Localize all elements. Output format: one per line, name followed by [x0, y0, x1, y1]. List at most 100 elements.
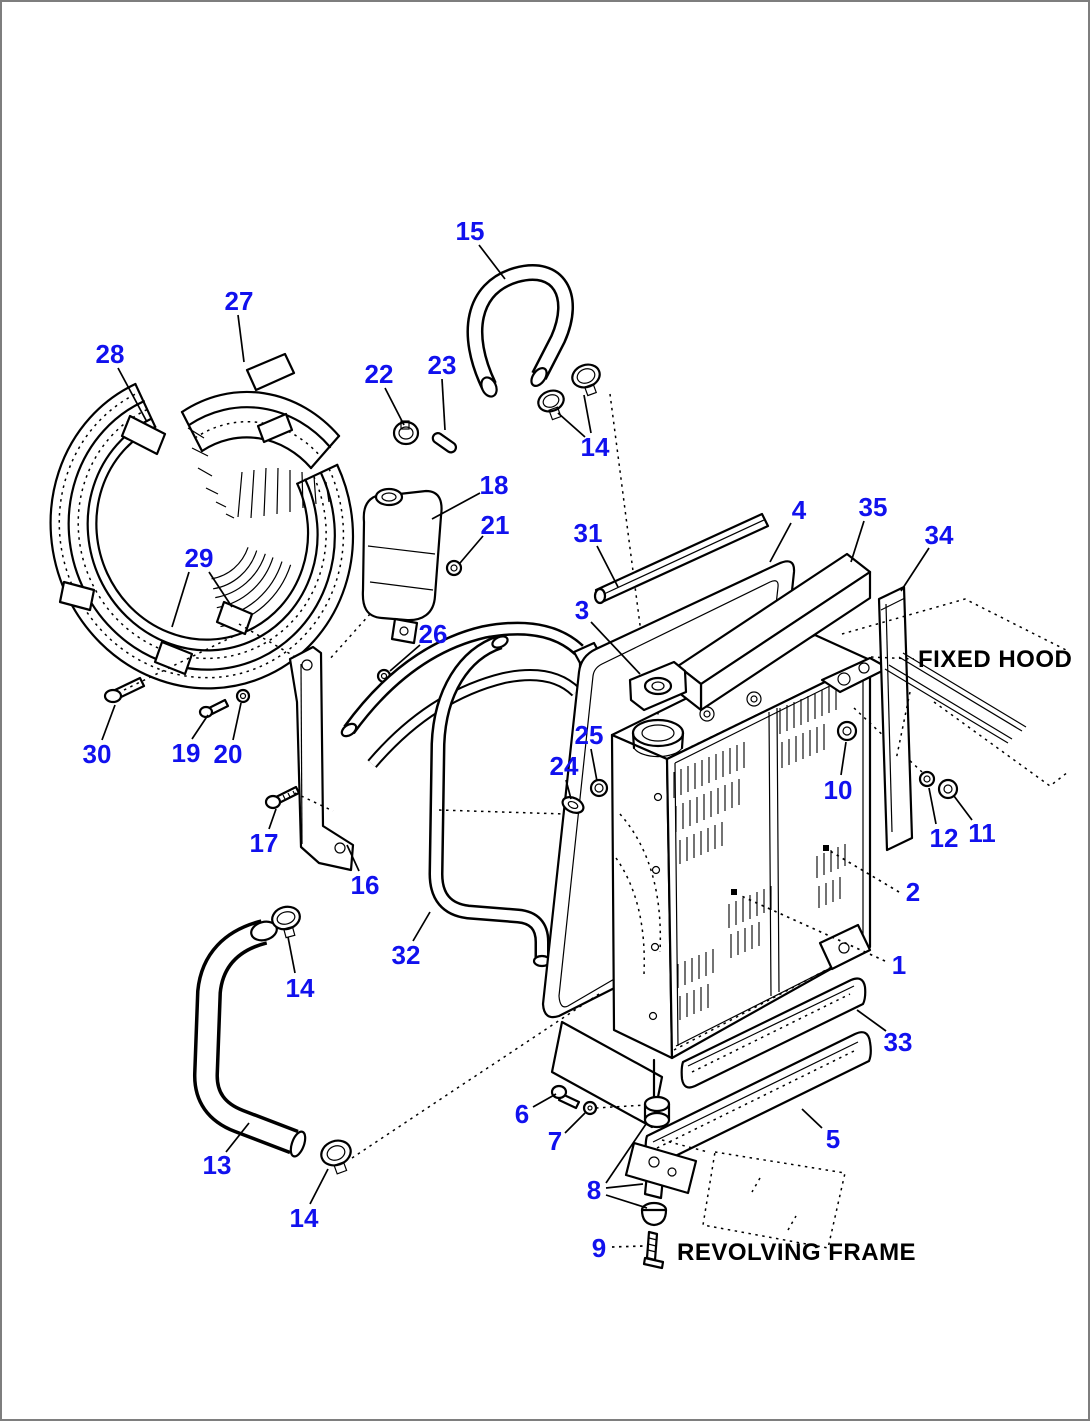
leader-line — [101, 704, 116, 741]
fan-shroud-upper-half — [180, 352, 341, 519]
reserve-tank — [327, 487, 443, 662]
hose-clamp-14d — [320, 1139, 352, 1175]
radiator-tank-face — [610, 733, 674, 1060]
pin-23 — [431, 432, 458, 454]
leader-line — [557, 412, 586, 438]
callout-11: 11 — [968, 818, 996, 848]
radiator-cap-3 — [628, 660, 688, 758]
callout-15: 15 — [456, 216, 485, 246]
fixed-hood-frame — [841, 598, 1069, 787]
callout-34: 34 — [925, 520, 954, 550]
callout-10: 10 — [824, 775, 853, 805]
leader-line — [596, 545, 619, 588]
bolt-19 — [198, 698, 230, 719]
hood-seal-strip-34 — [877, 585, 914, 852]
leader-line — [769, 522, 792, 563]
leader-line — [208, 571, 233, 608]
callout-14: 14 — [290, 1203, 319, 1233]
bolt-17 — [264, 785, 301, 810]
callout-12: 12 — [930, 823, 959, 853]
leader-line — [583, 394, 592, 434]
callout-9: 9 — [592, 1233, 606, 1263]
leader-line — [605, 1123, 647, 1184]
hose-clamp-14b — [571, 363, 601, 397]
callout-16: 16 — [351, 870, 380, 900]
callout-19: 19 — [172, 738, 201, 768]
callout-29: 29 — [185, 543, 214, 573]
leader-line — [590, 748, 598, 782]
callout-28: 28 — [96, 339, 125, 369]
fan-shroud-lower-half — [49, 382, 355, 690]
leader-line — [590, 621, 641, 675]
revolving-frame-outline — [661, 1139, 846, 1249]
ref-dot-2 — [823, 845, 829, 851]
fixed-hood-label: FIXED HOOD — [918, 646, 1072, 673]
leader-line — [346, 844, 360, 872]
nut-20 — [235, 688, 251, 704]
leader-line — [564, 1112, 586, 1134]
leader-line — [309, 1168, 329, 1205]
callout-6: 6 — [515, 1099, 529, 1129]
leader-line — [928, 787, 937, 825]
callout-31: 31 — [574, 518, 603, 548]
leader-line — [953, 795, 973, 821]
callout-8: 8 — [587, 1175, 601, 1205]
callout-27: 27 — [225, 286, 254, 316]
leader-line — [389, 644, 421, 672]
leader-line — [565, 779, 572, 800]
leader-line — [611, 1245, 644, 1248]
callout-14: 14 — [286, 973, 315, 1003]
callout-35: 35 — [859, 492, 888, 522]
callout-23: 23 — [428, 350, 457, 380]
leader-line — [459, 535, 484, 564]
callout-26: 26 — [419, 619, 448, 649]
alignment-line — [609, 393, 651, 703]
leader-line — [225, 1122, 250, 1153]
leader-line — [605, 1194, 648, 1209]
callout-21: 21 — [481, 510, 510, 540]
lower-radiator-hose — [193, 919, 307, 1158]
upper-radiator-hose — [466, 264, 574, 398]
callout-14: 14 — [581, 432, 610, 462]
leader-line — [840, 741, 847, 776]
callout-33: 33 — [884, 1027, 913, 1057]
washer-12 — [918, 770, 936, 788]
callout-3: 3 — [575, 595, 589, 625]
hose-32 — [428, 634, 552, 968]
callout-20: 20 — [214, 739, 243, 769]
nut-21 — [445, 559, 463, 577]
revolving-frame-label: REVOLVING FRAME — [677, 1239, 916, 1266]
callout-7: 7 — [548, 1126, 562, 1156]
nut-11 — [937, 778, 959, 800]
callout-22: 22 — [365, 359, 394, 389]
diagram-line-art — [49, 264, 1069, 1270]
leader-line — [268, 808, 277, 830]
callout-2: 2 — [906, 877, 920, 907]
callout-5: 5 — [826, 1124, 840, 1154]
core-grille-hatch — [673, 684, 846, 1020]
hose-clamp-14a — [537, 389, 565, 421]
leader-line — [232, 702, 242, 741]
bolt-9 — [642, 1230, 665, 1270]
leader-line — [171, 571, 190, 628]
drain-parts — [550, 1058, 698, 1270]
leader-line — [117, 367, 148, 423]
leader-line — [738, 894, 886, 962]
callout-17: 17 — [250, 828, 279, 858]
leader-line — [412, 911, 431, 942]
callout-18: 18 — [480, 470, 509, 500]
leader-line — [801, 1108, 823, 1129]
leader-line — [850, 520, 865, 563]
callout-30: 30 — [83, 739, 112, 769]
callout-32: 32 — [392, 940, 421, 970]
leader-line — [237, 314, 245, 363]
leader-line — [605, 1183, 644, 1189]
leader-line — [384, 387, 405, 426]
bottom-plate — [624, 1141, 698, 1195]
mounting-bracket-16 — [288, 645, 355, 872]
cushion-bar-33 — [680, 977, 867, 1089]
leader-line — [191, 714, 209, 740]
